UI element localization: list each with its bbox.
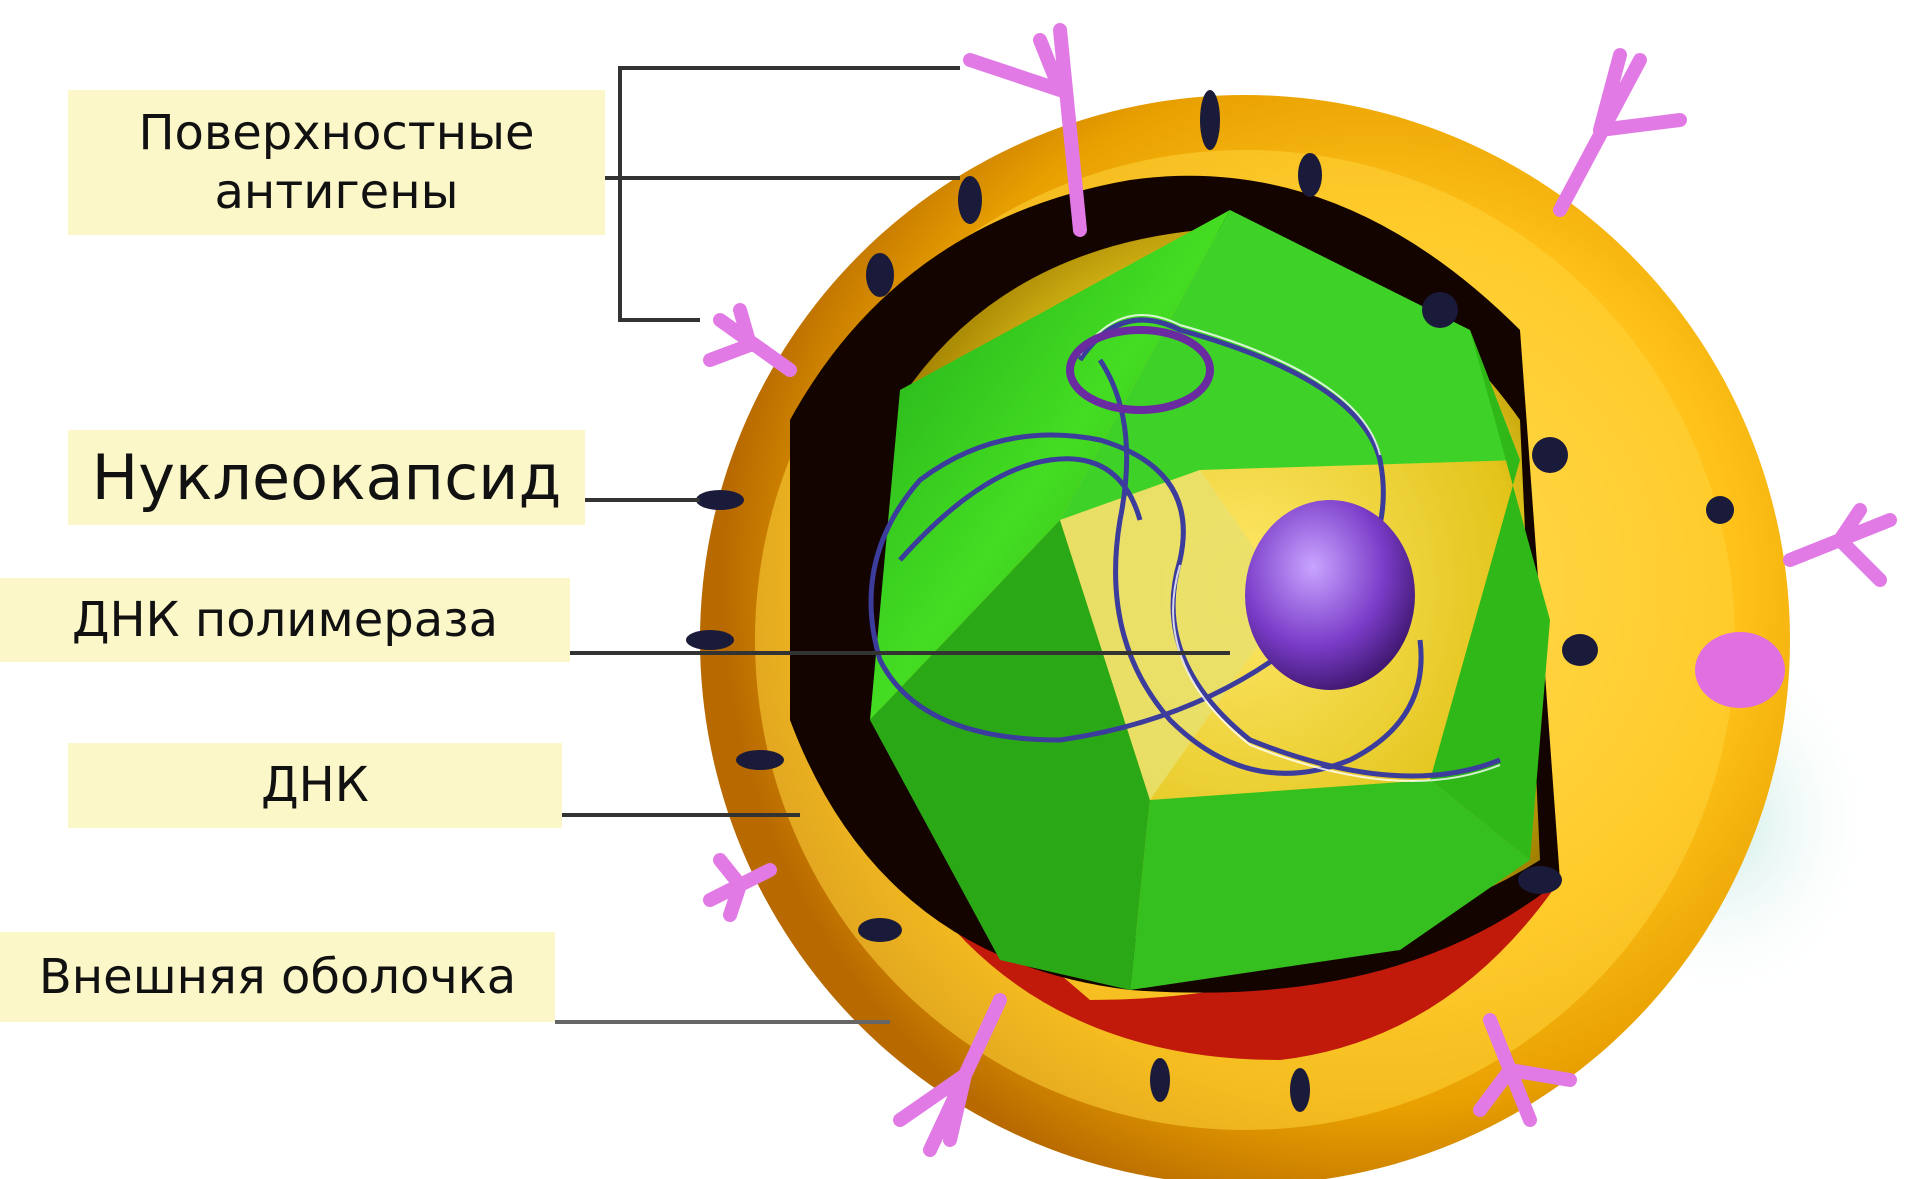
label-dna-polymerase: ДНК полимераза (0, 578, 570, 662)
label-surface-antigens: Поверхностные антигены (68, 90, 605, 235)
label-outer-envelope: Внешняя оболочка (0, 932, 555, 1022)
label-outer-envelope-text: Внешняя оболочка (39, 948, 516, 1007)
surface-antigen-bulb (1695, 632, 1785, 708)
dna-polymerase-sphere (1245, 500, 1415, 690)
label-surface-antigens-line2: антигены (138, 163, 534, 222)
label-nucleocapsid-text: Нуклеокапсид (92, 440, 562, 516)
label-dna-text: ДНК (261, 756, 369, 815)
label-dna-polymerase-text: ДНК полимераза (72, 591, 498, 650)
label-surface-antigens-line1: Поверхностные (138, 104, 534, 163)
label-dna: ДНК (68, 743, 562, 828)
label-nucleocapsid: Нуклеокапсид (68, 430, 585, 525)
